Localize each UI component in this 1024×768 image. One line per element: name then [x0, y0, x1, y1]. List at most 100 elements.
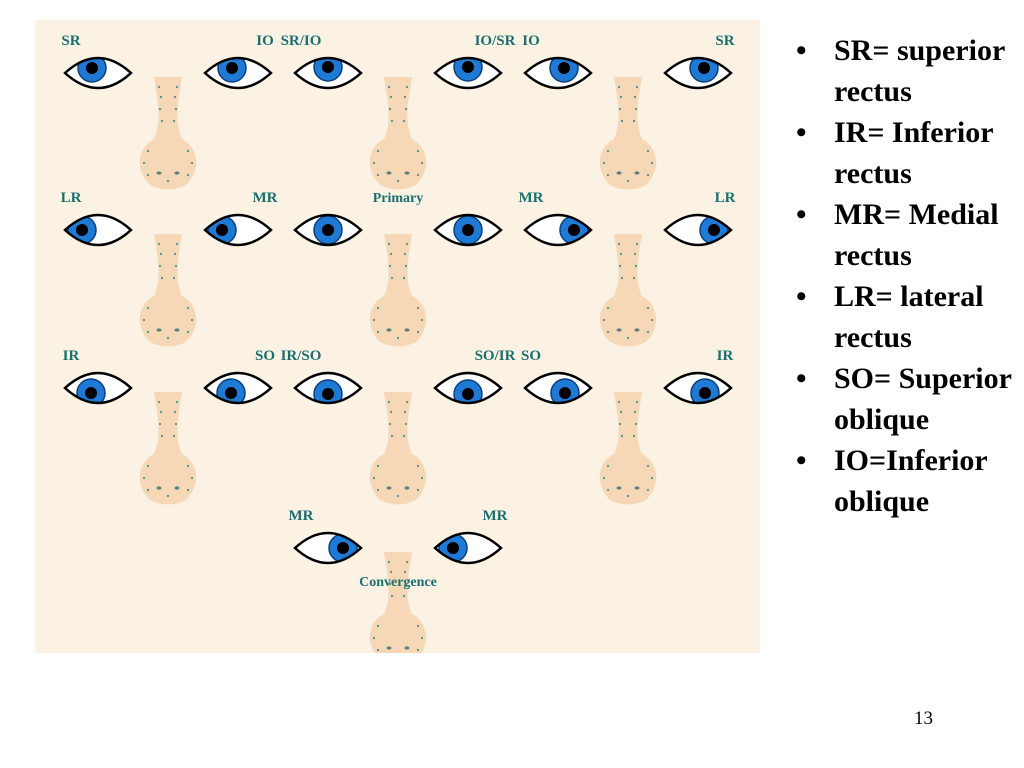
eye-outline	[63, 371, 133, 405]
eye-outline	[433, 371, 503, 405]
pupil	[337, 542, 349, 554]
gaze-cell-up-left: SR IO	[61, 33, 274, 190]
left-muscle-label: MR	[289, 508, 314, 524]
right-muscle-label: IO	[256, 33, 274, 49]
pupil	[85, 387, 97, 399]
eye-outline	[203, 56, 273, 90]
pupil	[322, 388, 334, 400]
nose-shading	[142, 85, 194, 183]
gaze-cell-down-right: SO IR	[521, 348, 734, 505]
legend-item-io: • IO=Inferior oblique	[788, 440, 1020, 522]
bullet-icon: •	[796, 444, 807, 477]
legend-item-sr: • SR= superior rectus	[788, 30, 1020, 112]
eye-outline	[663, 213, 733, 247]
legend-item-ir: • IR= Inferior rectus	[788, 112, 1020, 194]
left-eye	[63, 371, 133, 405]
left-muscle-label: SO	[521, 348, 541, 364]
pupil	[225, 387, 237, 399]
left-muscle-label: SR	[61, 33, 80, 49]
legend-text: SO= Superior oblique	[834, 362, 1012, 436]
eye-outline	[63, 56, 133, 90]
left-muscle-label: LR	[61, 190, 82, 206]
nose	[139, 77, 197, 190]
pupil	[322, 61, 334, 73]
eye-outline	[663, 56, 733, 90]
right-eye	[203, 371, 273, 405]
gaze-cell-down-left: IR SO	[63, 348, 275, 505]
right-eye	[433, 56, 503, 90]
right-muscle-label: IO/SR	[475, 33, 516, 49]
nose	[369, 392, 427, 505]
nose-shading	[372, 400, 424, 498]
eye-outline	[293, 56, 363, 90]
right-muscle-label: SO/IR	[475, 348, 516, 364]
eye-outline	[523, 213, 593, 247]
legend-item-so: • SO= Superior oblique	[788, 358, 1020, 440]
bullet-icon: •	[796, 116, 807, 149]
legend-text: MR= Medial rectus	[834, 198, 999, 272]
right-eye	[203, 56, 273, 90]
nose	[139, 234, 197, 347]
bullet-icon: •	[796, 34, 807, 67]
eye-outline	[293, 213, 363, 247]
right-muscle-label: SO	[255, 348, 275, 364]
pupil	[708, 224, 720, 236]
left-muscle-label: IR/SO	[281, 348, 322, 364]
right-eye	[433, 213, 503, 247]
right-muscle-label: IR	[717, 348, 734, 364]
pupil	[558, 62, 570, 74]
eye-outline	[663, 371, 733, 405]
pupil	[559, 387, 571, 399]
left-eye	[63, 56, 133, 90]
pupil	[322, 224, 334, 236]
left-muscle-label: IO	[522, 33, 540, 49]
right-eye	[663, 56, 733, 90]
legend-text: IR= Inferior rectus	[834, 116, 994, 190]
page-number: 13	[914, 708, 933, 729]
eye-outline	[523, 371, 593, 405]
legend-item-lr: • LR= lateral rectus	[788, 276, 1020, 358]
right-eye	[663, 213, 733, 247]
nose	[599, 77, 657, 190]
bullet-icon: •	[796, 198, 807, 231]
right-muscle-label: MR	[253, 190, 278, 206]
nose	[369, 77, 427, 190]
nose-shading	[602, 400, 654, 498]
bullet-icon: •	[796, 362, 807, 395]
eye-outline	[433, 531, 503, 565]
pupil	[86, 62, 98, 74]
pupil	[226, 62, 238, 74]
eye-outline	[63, 213, 133, 247]
eye-outline	[433, 213, 503, 247]
nose-shading	[602, 242, 654, 340]
eye-outline	[293, 531, 363, 565]
legend-text: IO=Inferior oblique	[834, 444, 988, 518]
left-eye	[293, 213, 363, 247]
gaze-cell-center: Primary	[293, 191, 503, 347]
pupil	[462, 61, 474, 73]
right-eye	[433, 371, 503, 405]
left-muscle-label: IR	[63, 348, 80, 364]
abbreviation-legend: • SR= superior rectus • IR= Inferior rec…	[788, 30, 1020, 522]
nose	[599, 392, 657, 505]
eye-outline	[293, 371, 363, 405]
eye-outline	[203, 371, 273, 405]
right-muscle-label: MR	[483, 508, 508, 524]
eye-outline	[433, 56, 503, 90]
nose-shading	[142, 400, 194, 498]
pupil	[699, 387, 711, 399]
nose	[599, 234, 657, 347]
nose-shading	[602, 85, 654, 183]
eye-outline	[523, 56, 593, 90]
left-eye	[293, 531, 363, 565]
legend-item-mr: • MR= Medial rectus	[788, 194, 1020, 276]
pupil	[216, 224, 228, 236]
right-muscle-label: LR	[715, 190, 736, 206]
nose	[370, 552, 426, 653]
